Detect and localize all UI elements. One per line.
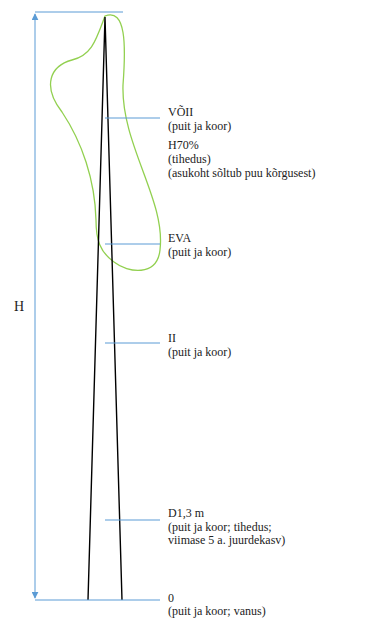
base-line [35,600,160,601]
level-note: (puit ja koor) [168,346,231,359]
level-line [105,118,160,119]
level-note: (puit ja koor; tihedus; viimase 5 a. juu… [168,521,308,547]
stem [88,17,122,600]
level-note: (tihedus) [168,153,211,166]
level-note: (asukoht sõltub puu kõrgusest) [168,167,315,180]
height-label: H [14,300,24,313]
level-name: H70% [168,139,199,152]
level-note: (puit ja koor; vanus) [168,605,266,618]
level-note: (puit ja koor) [168,120,231,133]
level-name: D1,3 m [168,507,204,520]
level-name: VÕII [168,106,193,119]
level-name: 0 [168,592,174,605]
level-line [105,520,160,521]
level-line [105,343,160,344]
height-dimension [35,14,36,598]
top-line [35,12,123,13]
level-note: (puit ja koor) [168,246,231,259]
level-name: EVA [168,232,191,245]
level-name: II [168,332,176,345]
level-line [105,244,160,245]
